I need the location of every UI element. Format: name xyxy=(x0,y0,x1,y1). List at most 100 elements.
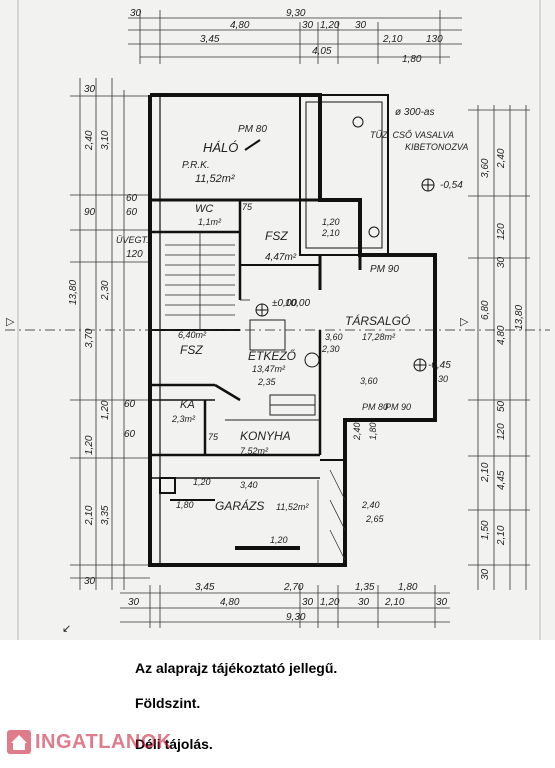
inner-dim-q: 75 xyxy=(208,432,219,442)
dim-right-13: 30 xyxy=(480,568,491,580)
dim-left-10: 1,20 xyxy=(100,400,111,420)
bottom-dimensions xyxy=(120,585,450,628)
level-markers xyxy=(255,116,435,372)
dim-left-0: 30 xyxy=(84,84,96,95)
dim-bottom-h: 1,20 xyxy=(320,597,340,608)
dim-right-11: 1,50 xyxy=(480,520,491,540)
room-garazs-name: GARÁZS xyxy=(215,498,264,513)
room-garazs-area: 11,52m² xyxy=(276,502,309,512)
inner-dim-d: 2,30 xyxy=(321,344,340,354)
dim-left-1: 2,40 xyxy=(84,130,95,151)
dim-right-10: 4,45 xyxy=(496,470,507,490)
floor-plan: 30 9,30 4,80 30 1,20 30 2,10 130 3,45 4,… xyxy=(0,0,555,640)
inner-dim-e: 2,35 xyxy=(257,377,277,387)
dim-right-12: 2,10 xyxy=(496,525,507,546)
dim-left-6: 120 xyxy=(126,249,143,260)
room-ka-name: KA xyxy=(180,399,195,411)
note-stair: ÜVEGT. xyxy=(116,235,149,245)
dim-right-7: 50 xyxy=(496,400,507,412)
inner-dim-j: 2,40 xyxy=(361,500,380,510)
dim-left-9: 13,80 xyxy=(68,280,79,305)
dim-top-f: 30 xyxy=(355,20,367,31)
room-tarsalgo-name: TÁRSALGÓ xyxy=(345,313,410,328)
dim-bottom-k: 30 xyxy=(436,597,448,608)
room-halo-name: HÁLÓ xyxy=(203,140,238,155)
dim-left-13: 1,20 xyxy=(84,435,95,455)
room-fsz-left-area: 6,40m² xyxy=(178,330,207,340)
dim-right-3: 30 xyxy=(496,256,507,268)
room-konyha-area: 7,52m² xyxy=(240,446,269,456)
dim-left-8: 3,70 xyxy=(84,328,95,348)
inner-dim-m: 1,20 xyxy=(270,535,288,545)
svg-text:▷: ▷ xyxy=(6,316,15,328)
dim-top-j: 1,80 xyxy=(402,54,422,65)
inner-dim-h: 3,60 xyxy=(360,376,378,386)
room-wc-area: 1,1m² xyxy=(198,217,222,227)
inner-dim-c: 2,10 xyxy=(321,228,340,238)
room-ka-area: 2,3m² xyxy=(171,414,196,424)
room-konyha-name: KONYHA xyxy=(240,429,291,443)
floor-caption: Földszint. xyxy=(135,695,201,711)
dim-bottom-d: 1,80 xyxy=(398,582,418,593)
dim-top-total: 9,30 xyxy=(286,8,306,19)
dim-right-0: 3,60 xyxy=(480,158,491,178)
dim-left-11: 60 xyxy=(124,399,136,410)
dim-left-3: 60 xyxy=(126,193,138,204)
room-halo-sub: P.R.K. xyxy=(182,160,210,171)
dim-bottom-g: 30 xyxy=(302,597,314,608)
note-chimney: ø 300-as xyxy=(395,107,434,118)
dim-left-16: 30 xyxy=(84,576,96,587)
inner-dim-b: 1,20 xyxy=(322,217,340,227)
inner-dim-o: 2,65 xyxy=(365,514,385,524)
dim-right-8: 120 xyxy=(496,423,507,440)
kitchen-counter xyxy=(225,319,320,421)
inner-dim-g: 30 xyxy=(438,374,448,384)
dim-left-7: 2,30 xyxy=(100,280,111,301)
inner-dim-l: 1,80 xyxy=(176,500,194,510)
dim-left-2: 3,10 xyxy=(100,130,111,150)
dim-bottom-f: 4,80 xyxy=(220,597,240,608)
room-halo-pm: PM 80 xyxy=(238,124,267,135)
orientation-caption: Déli tájolás. xyxy=(135,736,213,752)
dim-bottom-i: 30 xyxy=(358,597,370,608)
dim-top-h: 130 xyxy=(426,34,443,45)
room-wc-name: WC xyxy=(195,203,213,215)
top-dimensions xyxy=(128,10,462,64)
dim-right-6: 13,80 xyxy=(514,305,525,330)
inner-dim-f: 3,60 xyxy=(325,332,343,342)
house-logo-icon xyxy=(7,730,31,754)
dim-bottom-j: 2,10 xyxy=(384,597,405,608)
room-halo-area: 11,52m² xyxy=(195,173,235,185)
inner-dim-s: PM 90 xyxy=(385,402,411,412)
dim-bottom-b: 2,70 xyxy=(283,582,304,593)
dim-right-4: 6,80 xyxy=(480,300,491,320)
dim-left-12: 60 xyxy=(124,429,136,440)
dim-bottom-e: 30 xyxy=(128,597,140,608)
inner-dim-i: 1,80 xyxy=(368,422,378,440)
dim-top-a: 30 xyxy=(130,8,142,19)
dim-right-1: 2,40 xyxy=(496,148,507,169)
dim-top-g: 2,10 xyxy=(382,34,403,45)
dim-bottom-a: 3,45 xyxy=(195,582,215,593)
dim-right-2: 120 xyxy=(496,223,507,240)
dim-bottom-c: 1,35 xyxy=(355,582,375,593)
room-etkezo-name: ÉTKEZŐ xyxy=(248,348,296,363)
level-2: ±0,00 xyxy=(272,298,297,309)
dim-bottom-total: 9,30 xyxy=(286,612,306,623)
inner-dim-r: PM 80 xyxy=(362,402,388,412)
room-fsz-left-name: FSZ xyxy=(180,343,203,357)
dim-top-b: 4,80 xyxy=(230,20,250,31)
level-3: -0,45 xyxy=(428,360,451,371)
room-fsz-top-name: FSZ xyxy=(265,229,288,243)
dim-top-i: 4,05 xyxy=(312,46,332,57)
dim-left-14: 2,10 xyxy=(84,505,95,526)
dim-left-15: 3,35 xyxy=(100,505,111,525)
dim-right-9: 2,10 xyxy=(480,462,491,483)
inner-dim-p: 1,20 xyxy=(193,477,211,487)
watermark-text: INGATLANOK xyxy=(35,730,172,753)
svg-text:↙: ↙ xyxy=(62,623,71,635)
stairs xyxy=(165,232,250,330)
disclaimer-caption: Az alaprajz tájékoztató jellegű. xyxy=(135,660,338,676)
note-chimney-2: TŰZ. CSŐ VASALVA xyxy=(370,130,454,140)
dim-top-d: 30 xyxy=(302,20,314,31)
